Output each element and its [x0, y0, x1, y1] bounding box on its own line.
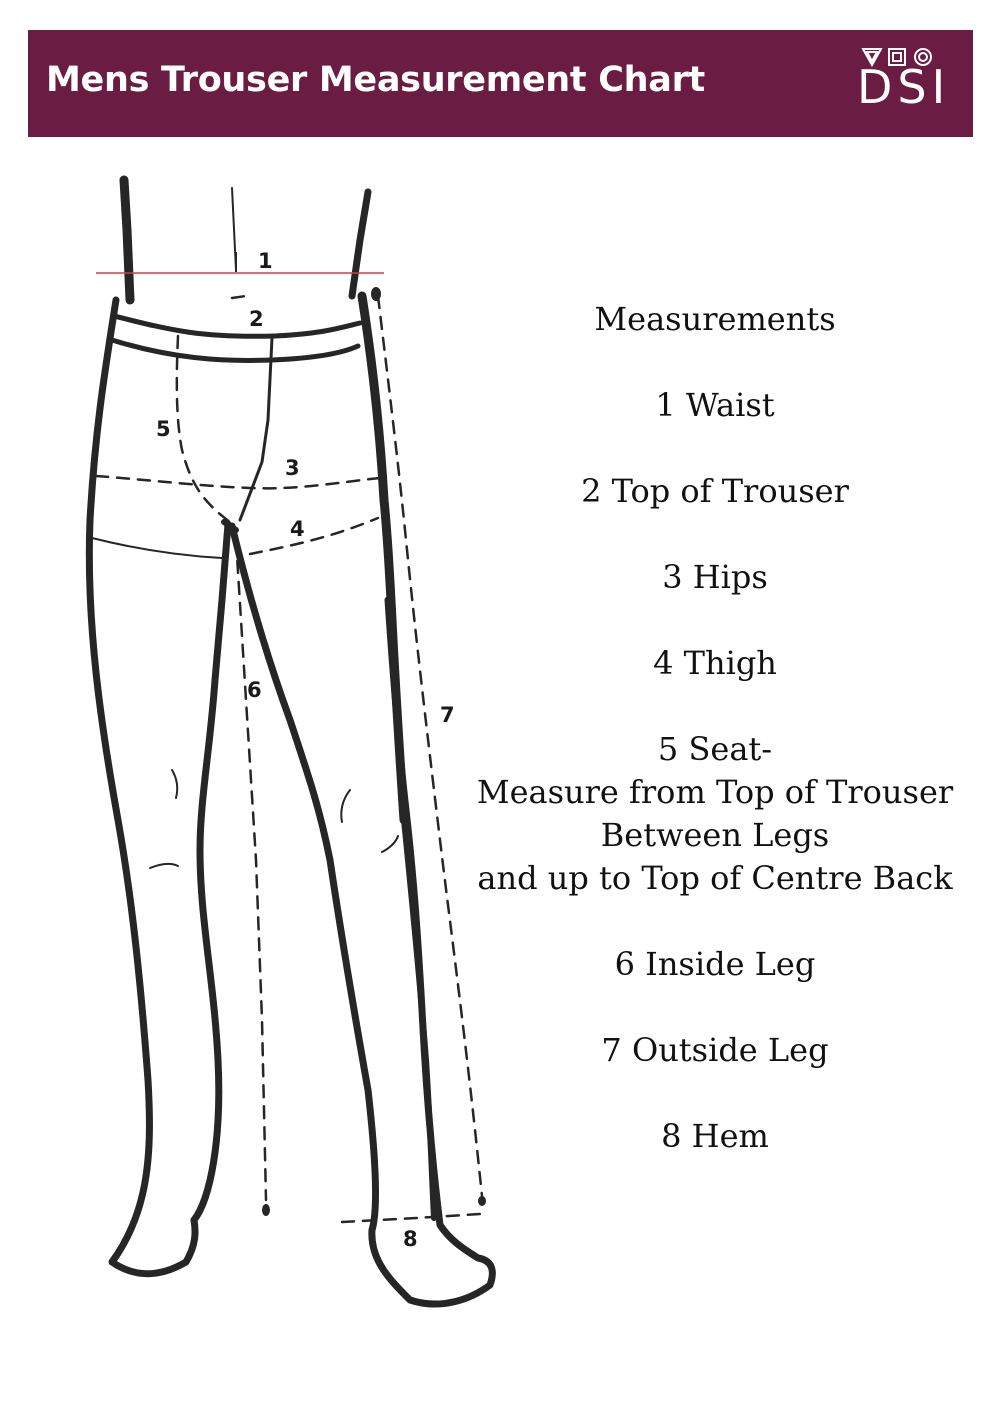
left-knee-mark-2 — [149, 862, 179, 869]
inside-leg-end-dot — [262, 1204, 270, 1216]
label-4: 4 — [290, 517, 305, 541]
measurement-item-hem: 8 Hem — [661, 1117, 769, 1155]
measurement-item-hips: 3 Hips — [662, 558, 768, 596]
right-leg-inner — [228, 522, 496, 1308]
left-leg-inner — [190, 520, 232, 1224]
label-3: 3 — [285, 456, 300, 480]
measurement-item-seat: 5 Seat- — [657, 730, 773, 768]
measurement-item-seat-line-4: and up to Top of Centre Back — [477, 859, 953, 897]
crotch-join — [221, 519, 239, 533]
right-knee-mark-2 — [381, 835, 399, 853]
hem-dashed-line — [340, 1212, 482, 1224]
left-knee-mark — [171, 769, 179, 799]
top-trouser-dashed-tick — [230, 294, 248, 300]
measurement-item-thigh: 4 Thigh — [653, 644, 777, 682]
label-5: 5 — [156, 417, 171, 441]
right-leg-outer — [357, 291, 409, 825]
fly-line — [238, 336, 274, 522]
measurement-item-seat-line-2: Measure from Top of Trouser — [476, 773, 954, 811]
torso-left-outline — [119, 175, 135, 305]
label-6: 6 — [247, 678, 262, 702]
right-leg-lower — [401, 817, 437, 1221]
measurement-item-inside-leg: 6 Inside Leg — [614, 945, 816, 983]
label-1: 1 — [258, 249, 273, 273]
inside-leg-dashed-line — [234, 538, 268, 1202]
measurement-item-waist: 1 Waist — [655, 386, 775, 424]
right-knee-mark — [340, 789, 351, 823]
measurements-legend: Measurements 1 Waist 2 Top of Trouser 3 … — [470, 298, 960, 1158]
waistband-top — [111, 313, 363, 339]
outside-leg-dashed-line — [376, 294, 484, 1198]
measurement-item-seat-line-3: Between Legs — [600, 816, 830, 854]
torso-right-outline — [348, 188, 372, 300]
label-8: 8 — [403, 1227, 418, 1251]
measurement-item-outside-leg: 7 Outside Leg — [601, 1031, 829, 1069]
header-banner: Mens Trouser Measurement Chart DSI — [28, 30, 973, 137]
left-leg-outer — [85, 296, 199, 1278]
outside-leg-top-dot — [371, 287, 381, 301]
outside-leg-end-dot — [478, 1196, 486, 1206]
logo-symbols-icon — [861, 48, 932, 68]
hips-dashed-line — [94, 474, 382, 490]
waistband-bottom — [109, 337, 361, 363]
label-7: 7 — [440, 703, 455, 727]
dsi-logo: DSI — [855, 42, 947, 122]
measurements-heading: Measurements — [594, 300, 836, 338]
label-2: 2 — [249, 307, 264, 331]
thigh-dashed-line — [248, 516, 380, 556]
logo-text: DSI — [857, 60, 951, 114]
seat-dashed-line — [175, 334, 232, 524]
page-title: Mens Trouser Measurement Chart — [46, 60, 705, 100]
left-thigh-line — [91, 537, 223, 559]
measurement-item-top-of-trouser: 2 Top of Trouser — [581, 472, 849, 510]
trouser-diagram: 1 2 3 4 5 6 7 8 — [85, 175, 496, 1308]
